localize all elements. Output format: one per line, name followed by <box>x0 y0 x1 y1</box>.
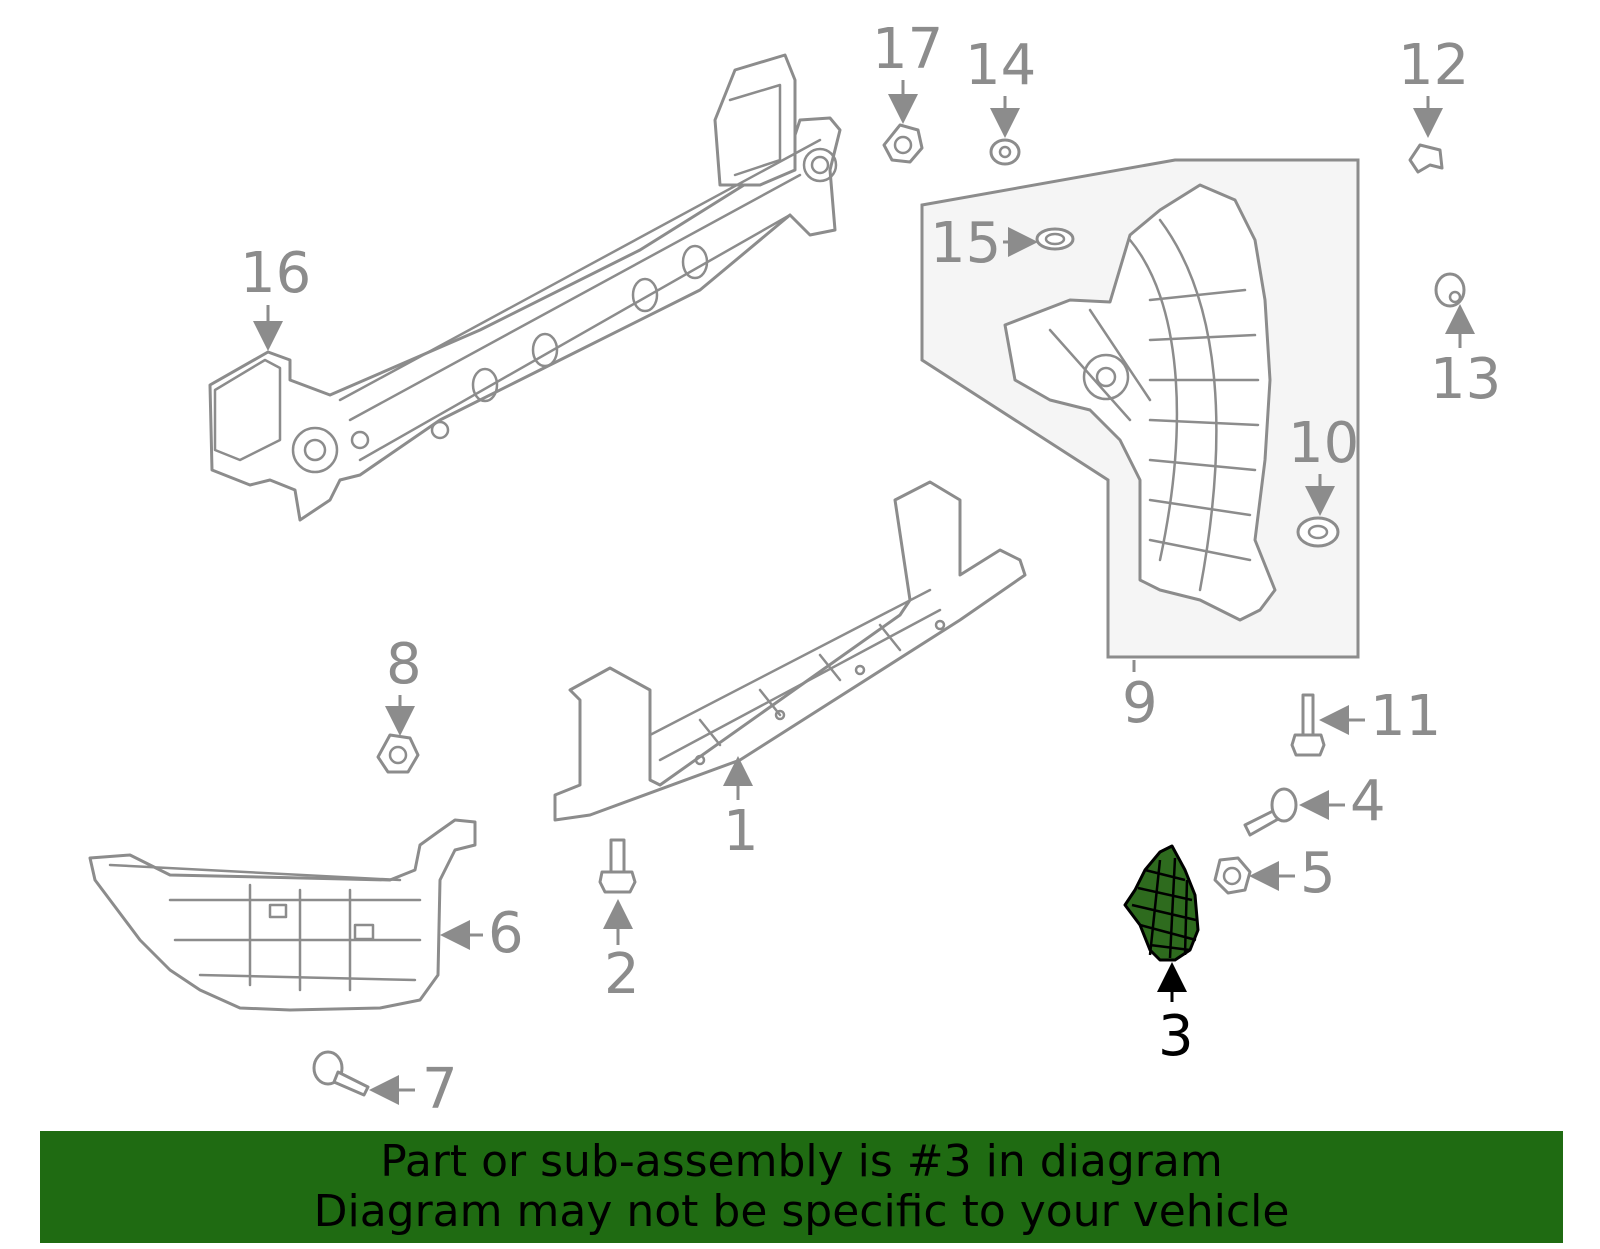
callout-6: 6 <box>488 901 524 966</box>
callout-17: 17 <box>872 17 943 82</box>
callout-15: 15 <box>930 211 1001 276</box>
banner-line-2: Diagram may not be specific to your vehi… <box>313 1186 1290 1237</box>
callout-7: 7 <box>422 1057 458 1122</box>
flange-nut-part-5[interactable] <box>1213 856 1252 895</box>
side-bracket-part-6[interactable] <box>88 818 477 1012</box>
nut-clip-part-10[interactable] <box>1296 516 1340 548</box>
info-banner: Part or sub-assembly is #3 in diagram Di… <box>40 1131 1563 1243</box>
callout-12: 12 <box>1398 33 1469 98</box>
callout-11: 11 <box>1370 684 1441 749</box>
push-pin-part-13[interactable] <box>1434 272 1466 308</box>
callout-2: 2 <box>604 942 640 1007</box>
callout-16: 16 <box>240 241 311 306</box>
bolt-part-11[interactable] <box>1290 693 1326 757</box>
callout-4: 4 <box>1350 769 1386 834</box>
banner-line-1: Part or sub-assembly is #3 in diagram <box>380 1136 1223 1187</box>
banner-background <box>40 1131 1563 1243</box>
callout-8: 8 <box>386 632 422 697</box>
grommet-part-15[interactable] <box>1035 227 1075 251</box>
callout-10: 10 <box>1288 411 1359 476</box>
callout-5: 5 <box>1300 841 1336 906</box>
clip-part-14[interactable] <box>989 138 1021 166</box>
callout-1: 1 <box>723 799 759 864</box>
clip-part-12[interactable] <box>1408 143 1444 174</box>
nut-part-17[interactable] <box>882 123 924 164</box>
callout-13: 13 <box>1430 347 1501 412</box>
bracket-part-9[interactable] <box>1003 183 1277 622</box>
bracket-part-3-highlighted[interactable] <box>1123 844 1200 962</box>
nut-part-8[interactable] <box>376 733 420 774</box>
callout-9: 9 <box>1122 671 1158 736</box>
reinforcement-bar-part-16[interactable] <box>208 53 842 522</box>
bolt-part-2[interactable] <box>598 838 637 894</box>
callout-14: 14 <box>965 33 1036 98</box>
screw-part-4[interactable] <box>1243 787 1298 837</box>
callout-3: 3 <box>1158 1004 1194 1069</box>
screw-part-7[interactable] <box>312 1050 370 1097</box>
lower-support-part-1[interactable] <box>553 480 1027 822</box>
